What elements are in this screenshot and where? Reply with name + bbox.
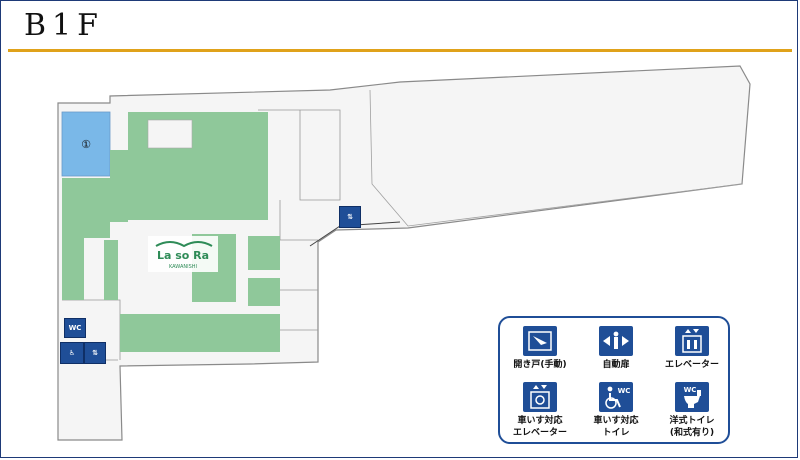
- tenant-block-west2: [104, 240, 118, 300]
- legend-label: 自動扉: [602, 360, 630, 370]
- western-toilet-icon: WC: [675, 382, 709, 412]
- title-rule: [8, 49, 792, 52]
- tenant-block-east-1: [248, 236, 280, 270]
- toilet-pin-3: ⇅: [84, 342, 106, 364]
- legend-label: 車いす対応 トイレ: [593, 416, 639, 438]
- logo-subtext: KAWANISHI: [169, 264, 197, 270]
- legend-item-elevator: エレベーター: [654, 326, 730, 371]
- tenant-block-east-2: [248, 278, 280, 306]
- legend-label: 洋式トイレ (和式有り): [669, 416, 715, 438]
- floor-title: B1F: [24, 8, 104, 43]
- tenant-block-north-cut: [147, 119, 193, 149]
- legend-panel: 開き戸(手動) 自動扉 エレベーター 車いす対応 エレベーター WC 車いす対応…: [498, 316, 730, 444]
- tenant-block-south: [120, 314, 280, 352]
- legend-item-western-toilet: WC 洋式トイレ (和式有り): [654, 382, 730, 439]
- legend-item-auto-door: 自動扉: [578, 326, 654, 371]
- legend-item-accessible-toilet: WC 車いす対応 トイレ: [578, 382, 654, 439]
- toilet-pin-2: ♿: [60, 342, 84, 364]
- elevator-pin: ⇅: [339, 206, 361, 228]
- legend-item-accessible-elevator: 車いす対応 エレベーター: [502, 382, 578, 439]
- legend-label: 車いす対応 エレベーター: [512, 416, 567, 438]
- toilet-pin-1: WC: [64, 318, 86, 338]
- area-1-block: [61, 111, 111, 177]
- area-1-label: ①: [81, 138, 91, 151]
- lasora-logo: La so Ra KAWANISHI: [148, 236, 218, 272]
- legend-item-door: 開き戸(手動): [502, 326, 578, 371]
- door-push-icon: [523, 326, 557, 356]
- legend-badge: WC: [684, 386, 697, 394]
- automatic-door-icon: [599, 326, 633, 356]
- legend-badge: WC: [618, 387, 631, 395]
- accessible-elevator-icon: [523, 382, 557, 412]
- accessible-toilet-icon: WC: [599, 382, 633, 412]
- tenant-block-west: [62, 150, 128, 300]
- elevator-icon: [675, 326, 709, 356]
- legend-label: エレベーター: [664, 360, 719, 370]
- legend-label: 開き戸(手動): [513, 360, 567, 370]
- parking-outline: [369, 89, 743, 227]
- logo-text: La so Ra: [157, 249, 209, 262]
